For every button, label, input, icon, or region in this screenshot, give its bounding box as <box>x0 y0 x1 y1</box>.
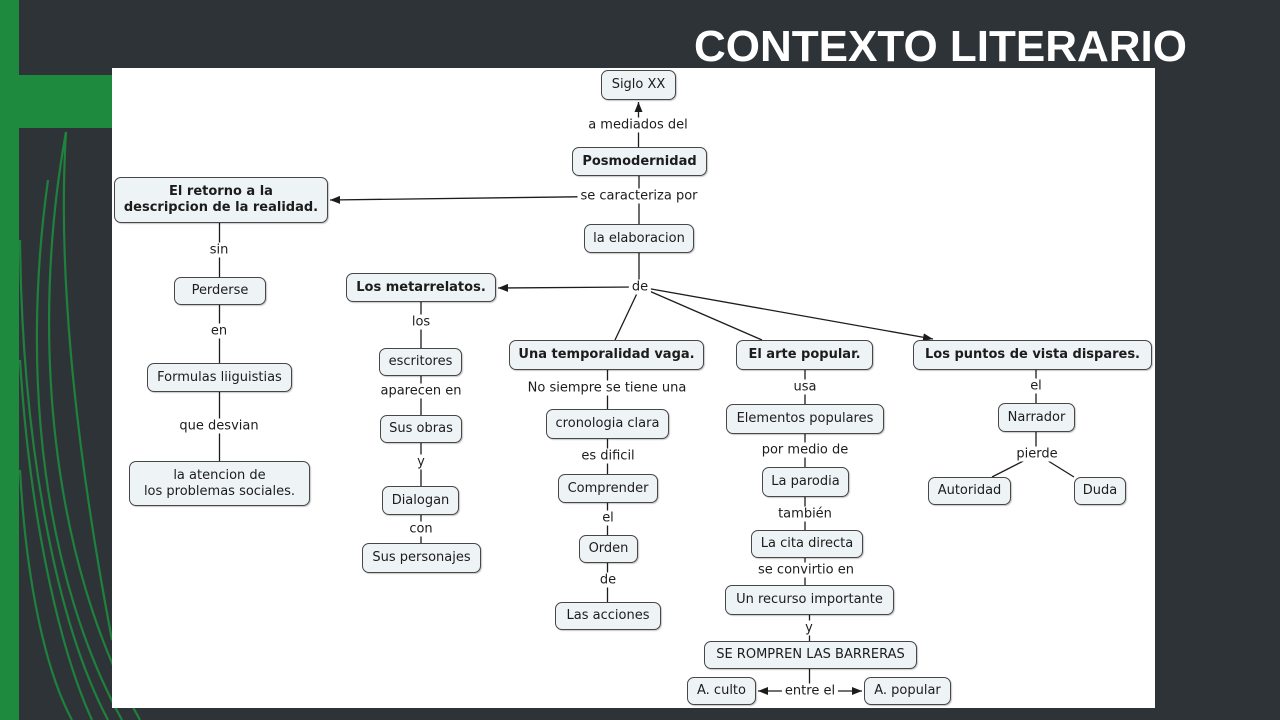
concept-la-atencion-line-1: la atencion de <box>173 467 266 483</box>
concept-elementos-populares: Elementos populares <box>726 404 884 434</box>
link-usa: usa <box>790 379 820 395</box>
link-el: el <box>599 510 617 526</box>
concept-la-atencion-line-2: los problemas sociales. <box>143 483 296 499</box>
concept-sus-obras: Sus obras <box>380 415 462 443</box>
concept-map: Siglo XX a mediados del Posmodernidad se… <box>112 68 1155 708</box>
concept-escritores: escritores <box>379 348 462 376</box>
link-los: los <box>408 314 434 330</box>
link-entre-el: entre el <box>781 683 839 699</box>
connector-de-to-temporalidad <box>614 286 641 341</box>
concept-el-retorno-line-2: descripcion de la realidad. <box>123 200 319 215</box>
link-de-acciones: de <box>596 572 620 588</box>
connector-de-to-puntos-de-vista <box>639 286 934 342</box>
concept-temporalidad-vaga: Una temporalidad vaga. <box>509 340 704 370</box>
concept-a-culto: A. culto <box>687 677 756 705</box>
link-y: y <box>414 454 428 470</box>
link-no-siempre: No siempre se tiene una <box>524 380 690 396</box>
leaf-line <box>18 239 109 720</box>
link-por-medio-de: por medio de <box>758 442 852 458</box>
link-tambien: también <box>775 506 835 522</box>
concept-el-retorno-line-1: El retorno a la <box>169 184 273 199</box>
concept-orden: Orden <box>579 535 638 563</box>
concept-dialogan: Dialogan <box>382 486 459 515</box>
concept-los-metarrelatos: Los metarrelatos. <box>346 273 496 302</box>
accent-bar-left <box>0 0 19 720</box>
concept-la-elaboracion: la elaboracion <box>584 224 694 253</box>
leaf-line <box>18 359 94 720</box>
concept-narrador: Narrador <box>998 403 1075 432</box>
link-sin: sin <box>206 242 232 258</box>
concept-siglo-xx: Siglo XX <box>601 70 676 100</box>
concept-un-recurso-importante: Un recurso importante <box>725 585 894 615</box>
link-pierde: pierde <box>1013 446 1061 462</box>
concept-comprender: Comprender <box>558 474 658 503</box>
link-que-desvian: que desvian <box>176 418 262 434</box>
concept-posmodernidad: Posmodernidad <box>572 147 707 176</box>
link-el-narrador: el <box>1027 378 1045 394</box>
concept-cronologia-clara: cronologia clara <box>546 409 669 439</box>
concept-duda: Duda <box>1074 477 1126 505</box>
concept-autoridad: Autoridad <box>928 477 1011 505</box>
leaf-line <box>48 131 141 720</box>
leaf-line <box>18 469 73 720</box>
concept-se-rompren-las-barreras: SE ROMPREN LAS BARRERAS <box>704 641 917 669</box>
concept-la-cita-directa: La cita directa <box>751 530 863 558</box>
link-de: de <box>628 279 652 295</box>
link-en: en <box>207 323 231 339</box>
concept-a-popular: A. popular <box>864 677 951 705</box>
concept-sus-personajes: Sus personajes <box>362 543 481 573</box>
concept-perderse: Perderse <box>174 277 266 305</box>
accent-band <box>0 75 112 128</box>
connector-de-to-metarrelatos <box>497 283 641 292</box>
link-se-convirtio-en: se convirtio en <box>755 562 857 578</box>
concept-las-acciones: Las acciones <box>555 602 661 630</box>
concept-puntos-de-vista: Los puntos de vista dispares. <box>913 340 1152 370</box>
concept-la-parodia: La parodia <box>762 467 849 497</box>
leaf-line <box>35 179 123 720</box>
decorative-leaf-lines <box>18 131 141 720</box>
slide-title: CONTEXTO LITERARIO <box>694 22 1187 71</box>
leaf-line <box>62 131 114 641</box>
link-y-barreras: y <box>802 620 816 636</box>
link-se-caracteriza-por: se caracteriza por <box>577 188 701 204</box>
link-a-mediados-del: a mediados del <box>585 117 691 133</box>
link-es-dificil: es dificil <box>578 448 638 464</box>
connector-de-to-arte-popular <box>639 286 763 341</box>
concept-el-retorno: El retorno a la descripcion de la realid… <box>114 177 328 223</box>
concept-formulas: Formulas liiguistias <box>147 363 292 392</box>
concept-la-atencion: la atencion de los problemas sociales. <box>129 461 310 506</box>
link-aparecen-en: aparecen en <box>377 383 465 399</box>
concept-arte-popular: El arte popular. <box>736 340 873 370</box>
link-con: con <box>406 521 436 537</box>
